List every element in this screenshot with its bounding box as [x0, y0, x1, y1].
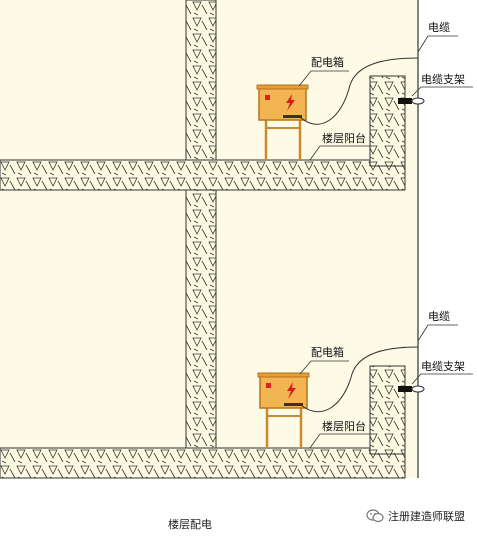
lightning-bolt-icon	[286, 94, 295, 111]
cable-clamp-upper	[411, 97, 425, 105]
leader-bracket-upper	[411, 86, 422, 97]
distribution-box-lower	[257, 372, 310, 448]
watermark-text: 注册建造师联盟	[388, 510, 465, 523]
bracket-label-lower: 电缆支架	[421, 360, 465, 373]
box-body	[258, 86, 307, 121]
leader-balcony-upper	[309, 145, 321, 161]
lightning-bolt-icon	[287, 382, 296, 399]
diagram-caption: 楼层配电	[168, 518, 212, 531]
floor-slab-upper	[0, 159, 406, 191]
wechat-icon	[366, 509, 384, 523]
cable-bracket-upper	[398, 98, 412, 104]
indicator-light	[266, 383, 271, 388]
cable-bracket-lower	[398, 386, 412, 392]
leader-bracket-lower	[411, 373, 422, 385]
balcony-label-lower: 楼层阳台	[322, 419, 366, 433]
watermark: 注册建造师联盟	[366, 508, 465, 524]
cable-label-upper: 电缆	[428, 21, 450, 34]
leader-box-upper	[298, 70, 312, 87]
building-column	[185, 0, 217, 479]
box-label-lower: 配电箱	[311, 345, 344, 359]
balcony-parapet-lower	[369, 365, 406, 455]
leader-box-lower	[299, 360, 312, 375]
cable-label-lower: 电缆	[428, 310, 450, 323]
box-slot	[284, 403, 303, 406]
box-slot	[283, 115, 302, 118]
balcony-parapet-upper	[369, 75, 406, 167]
box-top	[257, 372, 310, 378]
cable-to-box-upper	[299, 57, 419, 125]
indicator-light	[265, 95, 270, 100]
floor-slab-lower	[0, 447, 406, 479]
bracket-label-upper: 电缆支架	[421, 73, 465, 86]
balcony-label-upper: 楼层阳台	[322, 131, 366, 145]
cable-clamp-lower	[411, 385, 425, 393]
distribution-box-upper	[256, 84, 309, 160]
leader-cable-lower	[417, 324, 429, 342]
box-top	[256, 84, 309, 90]
cable-to-box-lower	[300, 346, 419, 413]
box-label-upper: 配电箱	[311, 55, 344, 69]
leader-cable-upper	[417, 35, 429, 53]
leader-balcony-lower	[309, 433, 321, 449]
